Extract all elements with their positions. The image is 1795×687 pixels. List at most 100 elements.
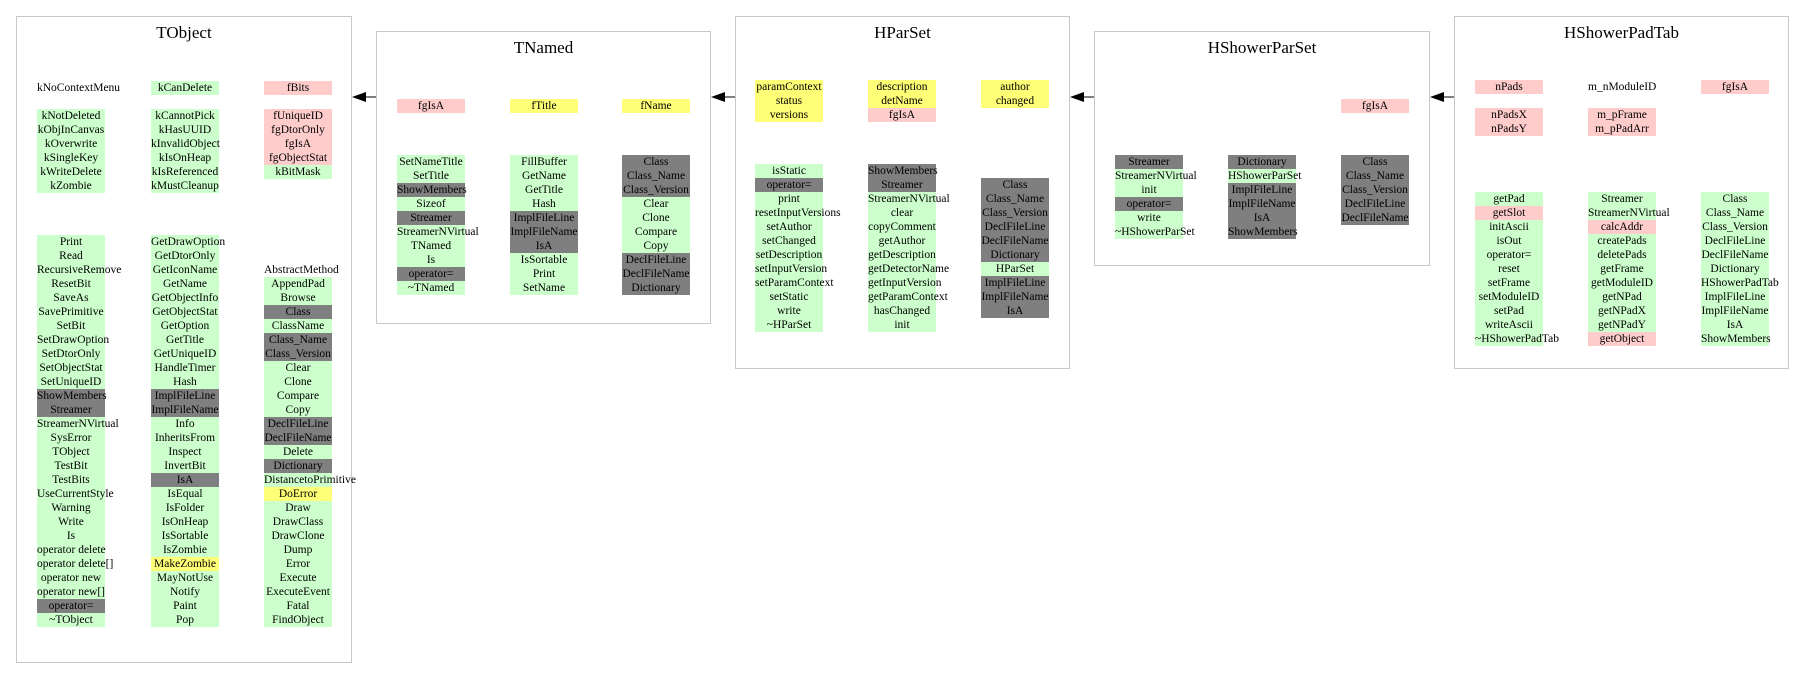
member-cell: Streamer [1588, 192, 1656, 206]
member-cell: write [1115, 211, 1183, 225]
member-cell: IsSortable [151, 529, 219, 543]
member-cell: FillBuffer [510, 155, 578, 169]
member-cell: ~HShowerPadTab [1475, 332, 1559, 346]
member-cell: Copy [264, 403, 332, 417]
member-cell: init [1115, 183, 1183, 197]
member-cell: copyComment [868, 220, 936, 234]
member-cell: Clone [622, 211, 690, 225]
member-cell: SetObjectStat [37, 361, 105, 375]
member-cell: Class_Name [1341, 169, 1409, 183]
member-cell: ImplFileName [1701, 304, 1769, 318]
member-cell: SetDtorOnly [37, 347, 105, 361]
member-cell: GetIconName [151, 263, 219, 277]
member-cell: nPadsY [1475, 122, 1543, 136]
member-cell: getNPadY [1588, 318, 1656, 332]
member-cell: setDescription [755, 248, 823, 262]
member-cell: UseCurrentStyle [37, 487, 114, 501]
member-cell: Class [1701, 192, 1769, 206]
member-cell: kNotDeleted [37, 109, 105, 123]
member-cell: ShowMembers [1701, 332, 1771, 346]
member-cell: ~HParSet [755, 318, 823, 332]
member-cell: GetDrawOption [151, 235, 226, 249]
member-cell: kCannotPick [151, 109, 219, 123]
member-cell: getObject [1588, 332, 1656, 346]
member-cell: Dictionary [1228, 155, 1296, 169]
member-cell: fgIsA [397, 99, 465, 113]
member-cell: SavePrimitive [37, 305, 105, 319]
member-cell: author [981, 80, 1049, 94]
member-cell: DrawClone [264, 529, 332, 543]
member-cell: Class_Name [1701, 206, 1769, 220]
member-cell: reset [1475, 262, 1543, 276]
member-cell: getDetectorName [868, 262, 950, 276]
member-cell: DeclFileLine [1341, 197, 1409, 211]
member-cell: FindObject [264, 613, 332, 627]
member-cell: ImplFileLine [981, 276, 1049, 290]
member-cell: print [755, 192, 823, 206]
member-cell: Streamer [868, 178, 936, 192]
member-cell: SetTitle [397, 169, 465, 183]
member-cell: nPadsX [1475, 108, 1543, 122]
member-cell: deletePads [1588, 248, 1656, 262]
member-cell: DeclFileLine [622, 253, 690, 267]
member-cell: fgIsA [264, 137, 332, 151]
member-cell: getNPad [1588, 290, 1656, 304]
member-cell: changed [981, 94, 1049, 108]
member-cell: Copy [622, 239, 690, 253]
member-cell: m_nModuleID [1588, 81, 1657, 93]
member-cell: DeclFileName [1341, 211, 1409, 225]
member-cell: ShowMembers [397, 183, 467, 197]
member-cell: m_pFrame [1588, 108, 1656, 122]
inheritance-arrow-hshowerpadtab-hshowerparset [1430, 92, 1454, 102]
member-cell: ImplFileName [510, 225, 578, 239]
member-cell: operator= [397, 267, 465, 281]
member-cell: setPad [1475, 304, 1543, 318]
member-cell: write [755, 304, 823, 318]
member-cell: GetObjectInfo [151, 291, 219, 305]
member-cell: AbstractMethod [264, 264, 339, 276]
member-cell: Read [37, 249, 105, 263]
member-cell: getPad [1475, 192, 1543, 206]
member-cell: ShowMembers [868, 164, 938, 178]
member-cell: Class_Version [622, 183, 690, 197]
member-cell: IsA [151, 473, 219, 487]
member-cell: fBits [264, 81, 332, 95]
member-cell: ~TNamed [397, 281, 465, 295]
class-title-tnamed: TNamed [513, 38, 574, 57]
member-cell: ImplFileName [1228, 197, 1296, 211]
member-cell: GetTitle [510, 183, 578, 197]
member-cell: HandleTimer [151, 361, 219, 375]
member-cell: kBitMask [264, 165, 332, 179]
member-cell: DeclFileLine [264, 417, 332, 431]
member-cell: Class_Version [981, 206, 1049, 220]
member-cell: MayNotUse [151, 571, 219, 585]
member-cell: IsA [1701, 318, 1769, 332]
member-cell: setAuthor [755, 220, 823, 234]
member-cell: m_pPadArr [1588, 122, 1656, 136]
member-cell: calcAddr [1588, 220, 1656, 234]
member-cell: kSingleKey [37, 151, 105, 165]
member-cell: operator delete[] [37, 557, 114, 571]
member-cell: Clone [264, 375, 332, 389]
member-cell: Compare [622, 225, 690, 239]
member-cell: StreamerNVirtual [37, 417, 119, 431]
member-cell: Class_Name [622, 169, 690, 183]
member-cell: IsFolder [151, 501, 219, 515]
member-cell: Is [37, 529, 105, 543]
member-cell: setParamContext [755, 276, 834, 290]
member-cell: SetName [510, 281, 578, 295]
inheritance-arrow-tnamed-tobject [352, 92, 376, 102]
member-cell: Draw [264, 501, 332, 515]
member-cell: setStatic [755, 290, 823, 304]
member-cell: operator delete [37, 543, 106, 557]
member-cell: Is [397, 253, 465, 267]
